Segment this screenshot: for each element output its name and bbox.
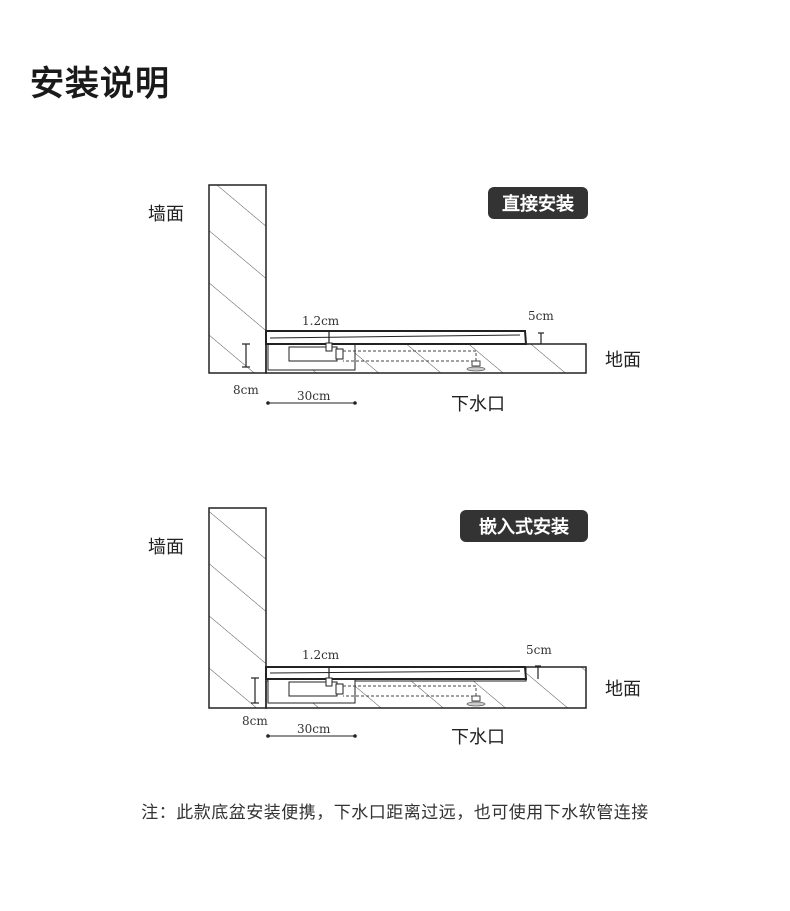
floor-label: 地面 bbox=[605, 350, 641, 371]
dim-tray-label: 1.2cm bbox=[302, 648, 340, 662]
install-type-badge-text: 直接安装 bbox=[502, 193, 574, 215]
dim-edge-label: 5cm bbox=[528, 309, 554, 323]
install-type-badge-text: 嵌入式安装 bbox=[479, 516, 569, 538]
drain-label: 下水口 bbox=[451, 394, 505, 415]
install-diagram-embedded: 墙面 地面 下水口 1.2cm 5cm 8cm 30cm 嵌入式安装 bbox=[148, 507, 641, 748]
installation-note: 注：此款底盆安装便携，下水口距离过远，也可使用下水软管连接 bbox=[141, 803, 649, 823]
wall-label: 墙面 bbox=[148, 537, 184, 558]
install-diagram-direct: 墙面 地面 下水口 1.2cm 5cm 8cm 30cm 直接安装 bbox=[148, 184, 641, 415]
dim-width-label: 30cm bbox=[297, 722, 331, 736]
wall bbox=[208, 184, 267, 374]
install-type-badge bbox=[488, 187, 588, 219]
shower-tray bbox=[265, 666, 528, 680]
install-type-badge bbox=[460, 510, 588, 542]
drain-pipe bbox=[343, 685, 477, 697]
dim-depth-label: 8cm bbox=[233, 383, 259, 397]
drain-label: 下水口 bbox=[451, 727, 505, 748]
dim-tray-label: 1.2cm bbox=[302, 314, 340, 328]
dim-depth-label: 8cm bbox=[242, 714, 268, 728]
shower-tray bbox=[265, 330, 528, 345]
wall-label: 墙面 bbox=[148, 204, 184, 225]
floor-label: 地面 bbox=[605, 679, 641, 700]
wall bbox=[208, 507, 267, 709]
drain-pipe bbox=[343, 350, 477, 362]
page-title: 安装说明 bbox=[30, 64, 170, 104]
dim-edge-label: 5cm bbox=[526, 643, 552, 657]
dim-width-label: 30cm bbox=[297, 389, 331, 403]
